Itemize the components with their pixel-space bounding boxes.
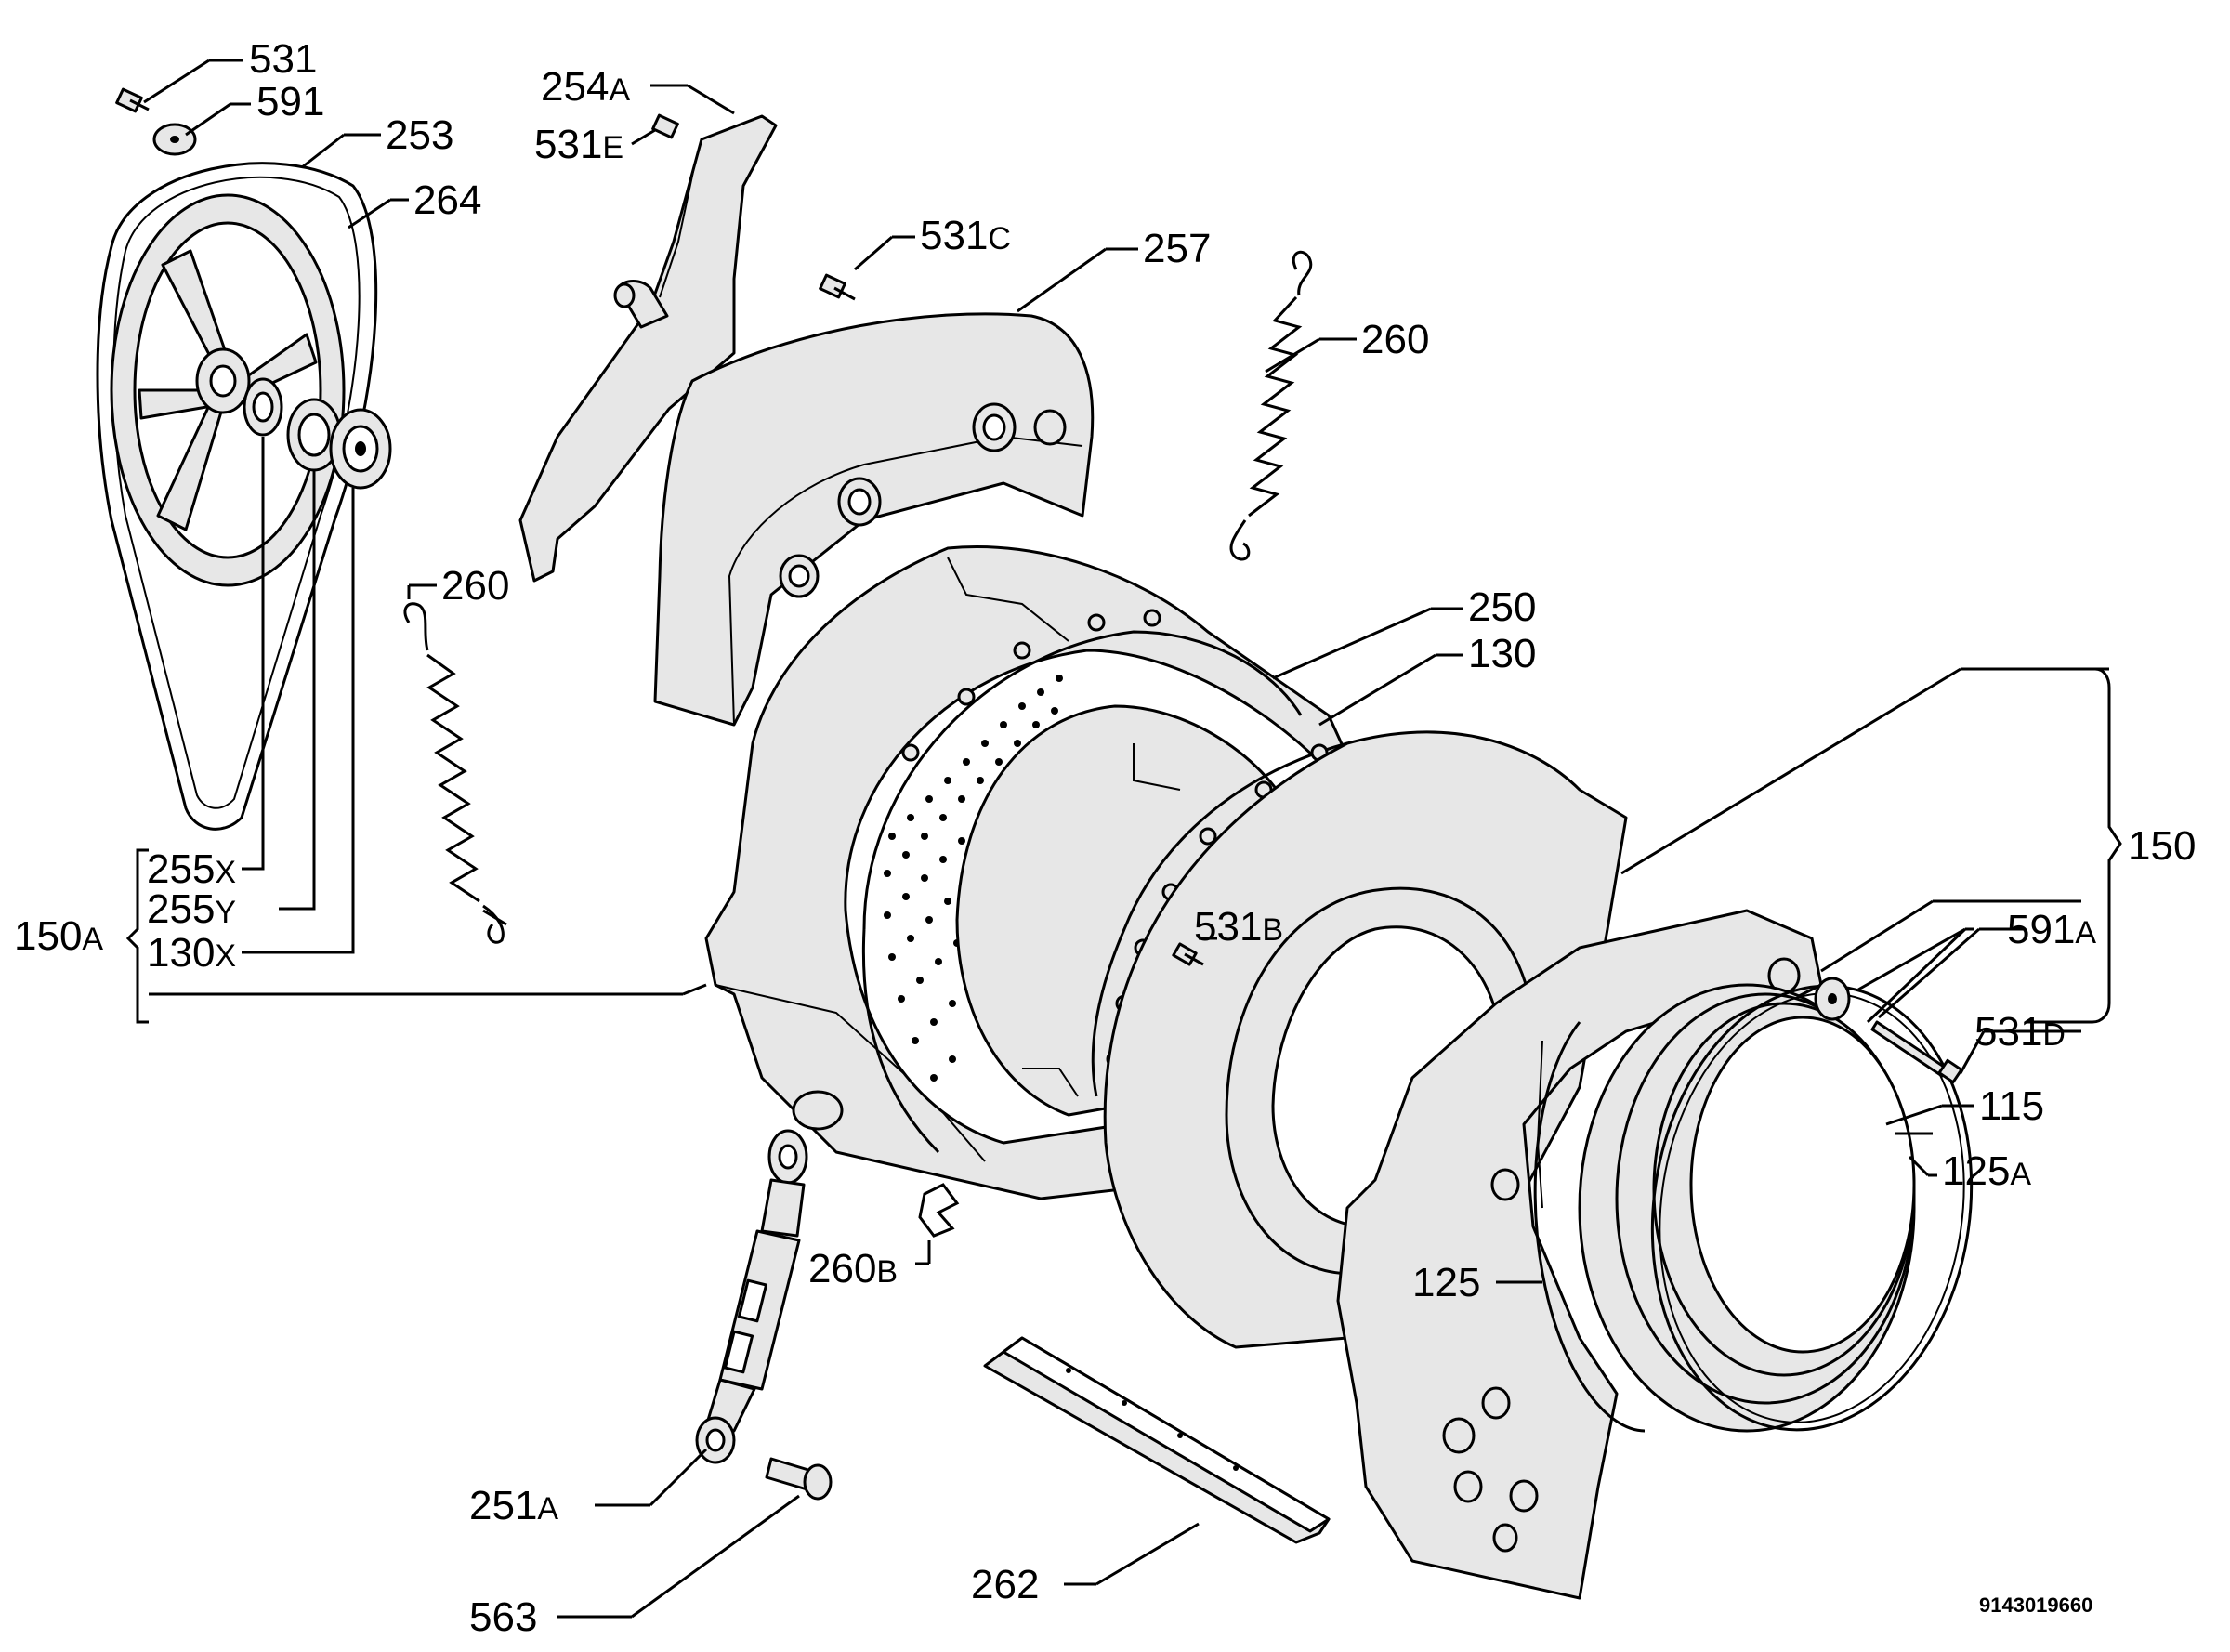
label-125a: 125A [1942,1148,2031,1194]
clip-260b [918,1183,960,1238]
screw-531 [115,87,150,113]
label-260-lower: 260 [441,563,509,609]
bolt-531d [1870,1020,1963,1084]
washer-591a [1814,977,1851,1021]
drum-pulley [110,193,346,587]
screw-531e [651,113,679,139]
label-251a: 251A [469,1483,558,1528]
weight-bar-262 [983,1336,1331,1544]
label-531d: 531D [1974,1009,2066,1055]
label-255y: 255Y [147,886,236,932]
support-bracket-254a [518,114,778,583]
bearing-255x [243,377,283,437]
label-130: 130 [1468,631,1536,676]
spring-260-upper [1229,250,1313,561]
shock-absorber-251a [695,1129,808,1464]
label-125: 125 [1412,1260,1480,1305]
label-591a: 591A [2007,907,2096,952]
label-531: 531 [249,36,317,82]
label-591: 591 [256,79,324,125]
label-531b: 531B [1194,904,1283,950]
label-563: 563 [469,1594,537,1640]
label-130x: 130X [147,930,236,976]
counterweight-257 [653,312,1095,727]
label-115: 115 [1979,1083,2044,1129]
label-253: 253 [386,112,453,158]
front-bellows-115 [1578,983,1916,1433]
screw-531b [1172,942,1204,966]
spring-260-lower [403,602,507,944]
label-250: 250 [1468,584,1536,630]
leader-lines [125,59,2122,1619]
label-257: 257 [1143,226,1211,271]
label-150: 150 [2128,823,2196,869]
label-254a: 254A [541,64,630,110]
pin-563 [765,1457,833,1501]
bearing-130x [329,408,392,490]
tub-gasket-ring-250 [861,630,1303,1154]
washer-591 [152,123,197,156]
label-262: 262 [971,1562,1039,1607]
label-260-upper: 260 [1361,317,1429,362]
drawing-code: 9143019660 [1979,1593,2092,1617]
label-531e: 531E [534,122,623,167]
label-531c: 531C [920,213,1011,258]
part-labels: 531 591 253 264 254A 531E 531C 257 260 2… [14,36,2196,1640]
label-255x: 255X [147,846,236,892]
screw-531c [819,273,856,301]
label-260b: 260B [808,1246,898,1291]
clamp-ring-125 [1533,1021,1646,1433]
label-150a: 150A [14,913,103,959]
label-264: 264 [413,177,481,223]
